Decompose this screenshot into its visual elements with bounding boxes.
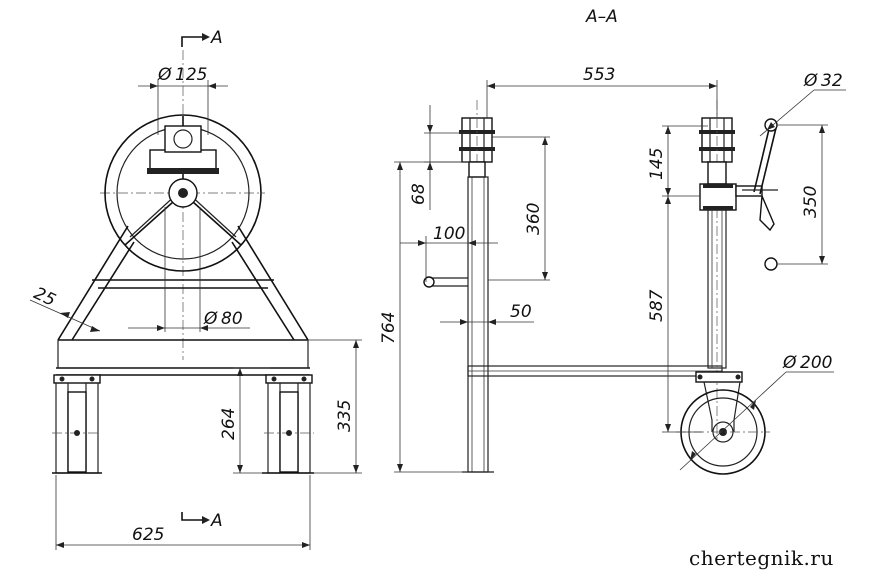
dim-pin-height-text: 360 xyxy=(524,203,544,235)
dim-hub-diameter-text: 80 xyxy=(221,309,243,329)
dim-crank-arm-text: 350 xyxy=(801,186,821,218)
section-label-top: A xyxy=(210,28,223,48)
dim-top-height-text: 68 xyxy=(409,183,429,205)
dim-frame-height-text: 264 xyxy=(219,408,239,440)
base-beam xyxy=(467,365,723,377)
dim-pin-height: 360 xyxy=(488,136,550,281)
dim-column-height-text: 587 xyxy=(647,289,667,322)
dim-castor-diameter: Ø 200 xyxy=(679,353,834,471)
dim-overall-height: 764 xyxy=(379,161,470,473)
dim-pin-offset: 100 xyxy=(400,224,498,282)
dim-crank-height: 145 xyxy=(647,125,708,197)
dim-top-height: 68 xyxy=(409,105,470,210)
left-post xyxy=(423,100,495,473)
dim-wheel-diameter: Ø 125 xyxy=(138,65,228,135)
castor-left xyxy=(52,374,102,474)
dim-width: 625 xyxy=(55,475,311,550)
handwheel xyxy=(104,114,262,272)
section-arrow-top xyxy=(181,33,210,47)
dim-leg: 25 xyxy=(29,284,101,332)
right-column xyxy=(699,100,778,440)
dim-length-text: 553 xyxy=(583,65,615,85)
castor-right xyxy=(262,374,314,474)
dim-overall-height-text: 764 xyxy=(379,312,399,344)
dim-castor-diameter-symbol: Ø xyxy=(782,353,797,373)
castor-side xyxy=(676,371,770,475)
dim-hub-diameter: Ø 80 xyxy=(128,207,250,332)
dim-handle-diameter-text: 32 xyxy=(821,71,843,91)
dim-wheel-diameter-text: 125 xyxy=(175,65,207,85)
dim-leg-text: 25 xyxy=(31,284,59,311)
dim-handle-diameter-symbol: Ø xyxy=(803,71,818,91)
section-title: A–A xyxy=(585,7,618,27)
watermark: chertegnik.ru xyxy=(689,546,834,570)
dim-post-width: 50 xyxy=(440,302,534,325)
dim-post-width-text: 50 xyxy=(510,302,532,322)
dim-crank-arm: 350 xyxy=(777,124,828,265)
dim-frame-height: 264 xyxy=(219,367,270,474)
dim-width-text: 625 xyxy=(132,525,164,545)
dim-column-height: 587 xyxy=(647,196,702,433)
front-view: A A xyxy=(29,28,362,550)
dim-castor-diameter-text: 200 xyxy=(800,353,832,373)
dim-hub-diameter-symbol: Ø xyxy=(203,309,218,329)
section-label-bottom: A xyxy=(210,511,223,531)
dim-crank-height-text: 145 xyxy=(647,148,667,180)
dim-handle-diameter: Ø 32 xyxy=(759,71,846,137)
side-view: A–A xyxy=(379,7,846,475)
dim-total-height: 335 xyxy=(308,339,362,474)
dim-wheel-diameter-symbol: Ø xyxy=(157,65,172,85)
dim-total-height-text: 335 xyxy=(335,400,355,432)
dim-length: 553 xyxy=(486,65,718,118)
dim-pin-offset-text: 100 xyxy=(433,224,465,244)
section-arrow-bottom xyxy=(181,512,210,524)
